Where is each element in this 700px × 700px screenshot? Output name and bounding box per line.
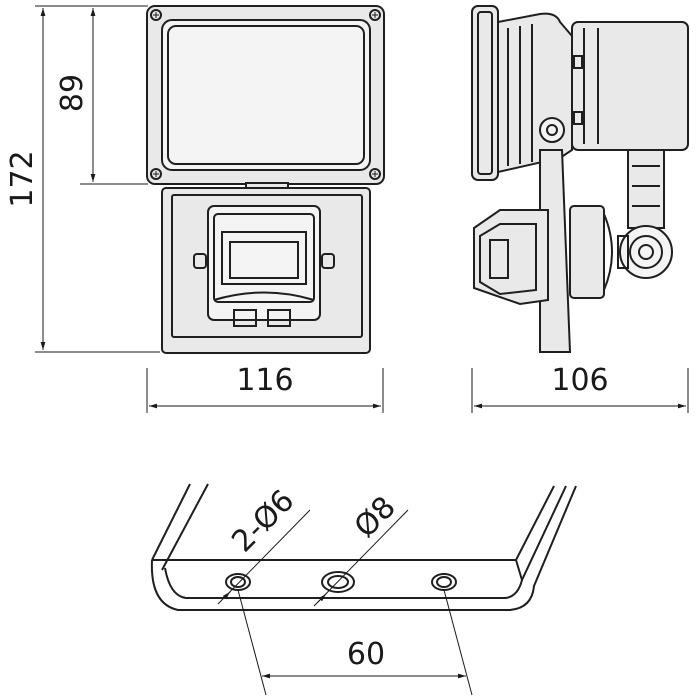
front-view: 172 89 116 — [5, 5, 385, 413]
dim-text-2-phi6: 2-Ø6 — [225, 483, 301, 559]
dimension-172: 172 — [5, 5, 160, 353]
bracket-view: 2-Ø6 Ø8 60 — [150, 483, 577, 696]
sensor-icon — [193, 205, 335, 327]
knob-icon — [617, 225, 673, 279]
dim-text-172: 172 — [5, 150, 40, 207]
dim-text-60: 60 — [347, 637, 385, 672]
screw-icon — [150, 9, 381, 180]
dim-text-89: 89 — [55, 74, 90, 112]
dim-text-phi8: Ø8 — [348, 490, 403, 545]
dim-text-106: 106 — [551, 363, 608, 398]
dimension-89: 89 — [55, 8, 148, 185]
hole-icon — [225, 571, 457, 593]
side-view: 106 — [471, 5, 689, 413]
dimension-116: 116 — [146, 363, 384, 413]
dimension-106: 106 — [471, 363, 689, 413]
dim-text-116: 116 — [236, 363, 293, 398]
